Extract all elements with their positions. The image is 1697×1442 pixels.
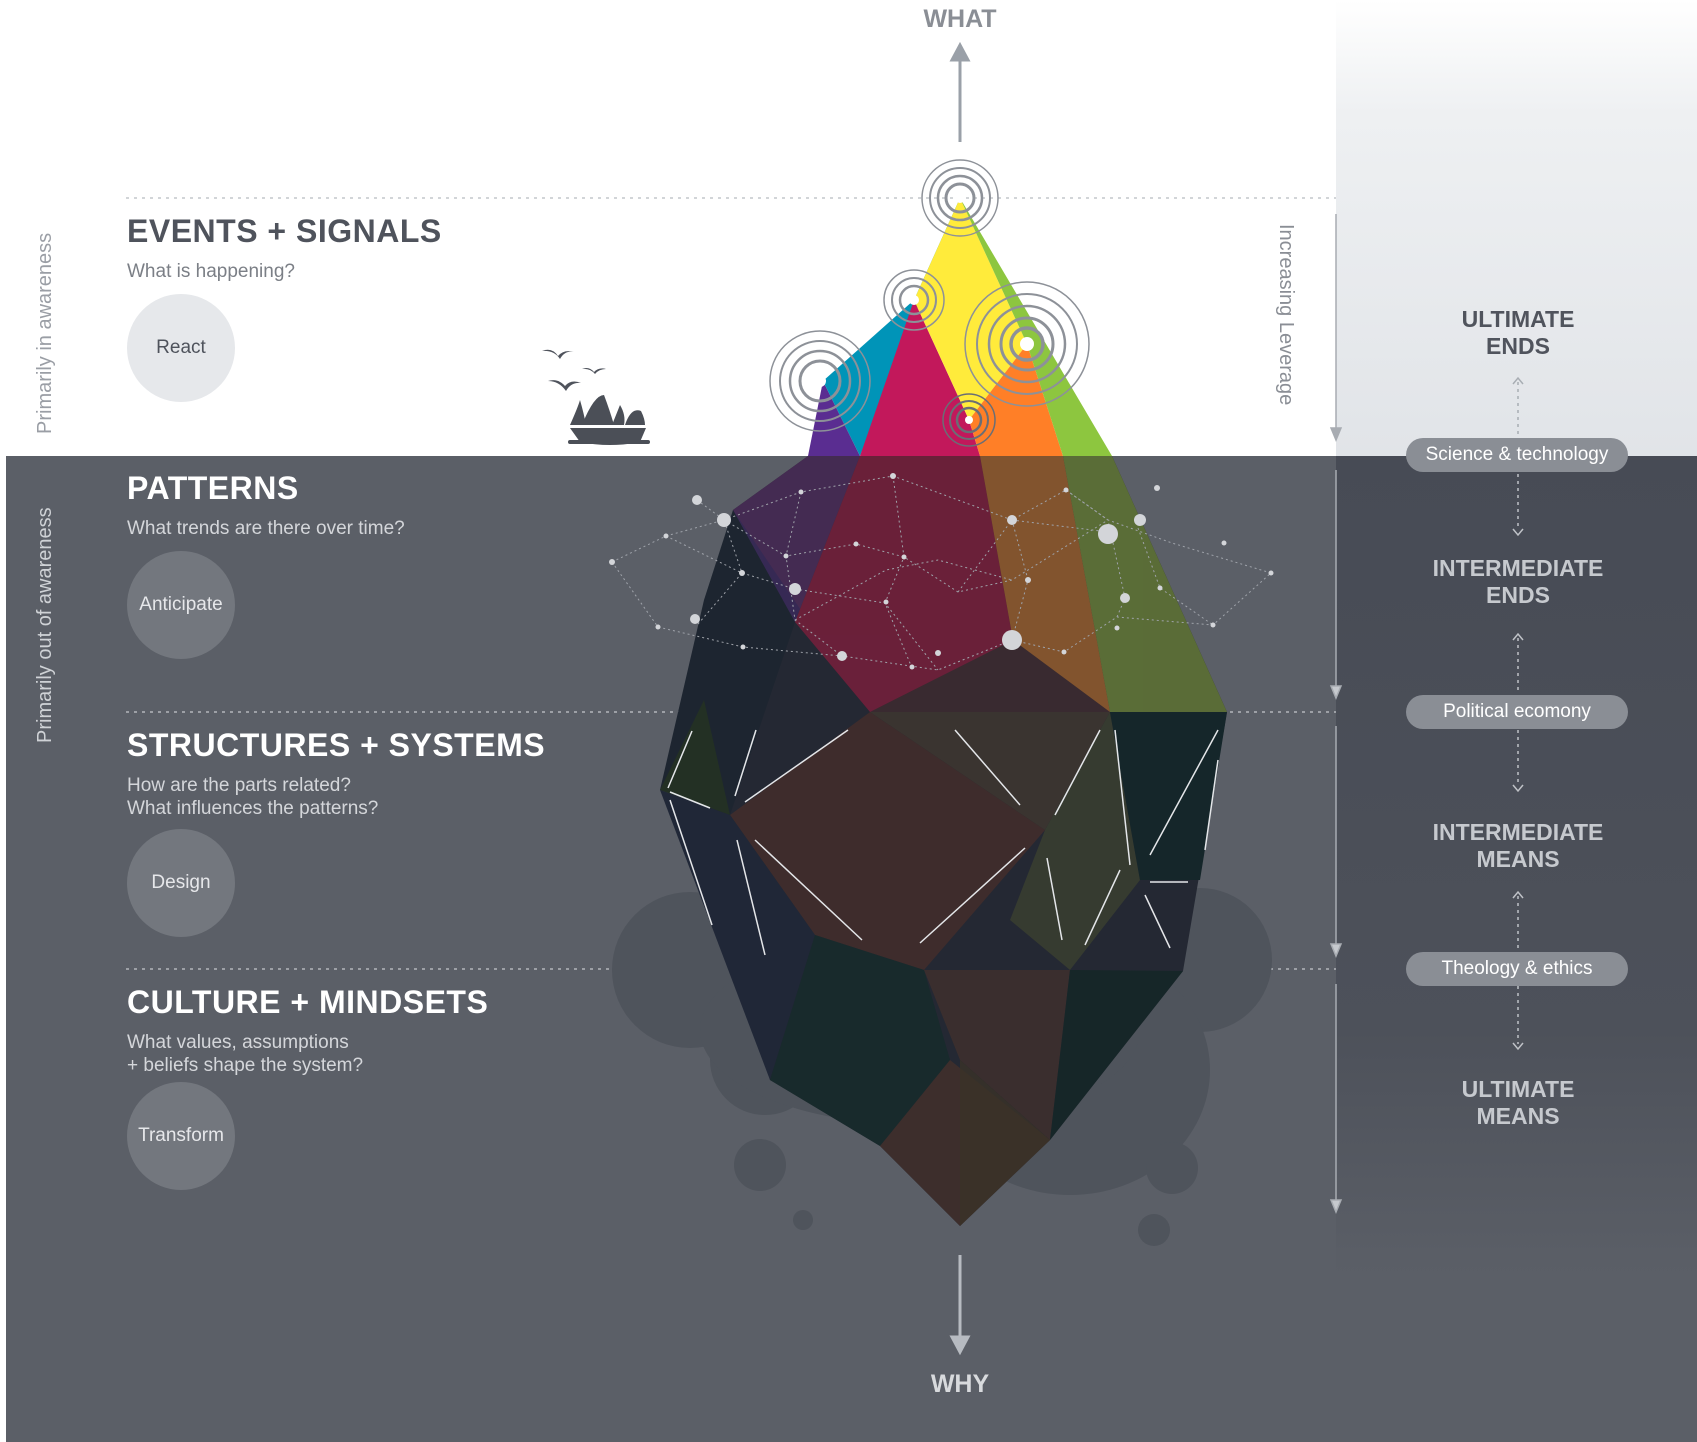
what-arrow-icon — [949, 41, 971, 142]
hierarchy-panel-bottom — [1336, 456, 1697, 1276]
section-title: PATTERNS — [127, 470, 299, 506]
structure-arrows — [667, 729, 1219, 956]
what-label: WHAT — [923, 5, 997, 33]
signal-rings — [769, 159, 1090, 447]
tier-line: MEANS — [1476, 1103, 1560, 1129]
tier-ultimate-means: ULTIMATE MEANS — [1408, 1076, 1628, 1130]
out-of-awareness-label: Primarily out of awareness — [34, 507, 56, 743]
why-label: WHY — [930, 1370, 990, 1398]
section-question: What values, assumptions — [127, 1032, 349, 1053]
pill-theology-ethics: Theology & ethics — [1406, 952, 1628, 986]
section-question: What is happening? — [127, 261, 295, 282]
tier-line: INTERMEDIATE — [1432, 555, 1604, 581]
tier-line: ENDS — [1486, 582, 1550, 608]
tier-intermediate-ends: INTERMEDIATE ENDS — [1408, 555, 1628, 609]
section-title: STRUCTURES + SYSTEMS — [127, 727, 546, 763]
why-arrow-icon — [949, 1255, 971, 1356]
anticipate-circle: Anticipate — [127, 551, 235, 659]
section-structures: STRUCTURES + SYSTEMS How are the parts r… — [127, 727, 545, 820]
hierarchy-chevrons — [1512, 376, 1524, 1051]
tier-line: MEANS — [1476, 846, 1560, 872]
transform-circle: Transform — [127, 1082, 235, 1190]
section-patterns: PATTERNS What trends are there over time… — [127, 470, 405, 540]
section-title: CULTURE + MINDSETS — [127, 984, 489, 1020]
tier-line: ULTIMATE — [1461, 1076, 1575, 1102]
birds-icon — [542, 349, 606, 391]
tier-ultimate-ends: ULTIMATE ENDS — [1408, 306, 1628, 360]
section-question: What influences the patterns? — [127, 798, 379, 819]
tier-line: ENDS — [1486, 333, 1550, 359]
section-title: EVENTS + SIGNALS — [127, 213, 442, 249]
pill-political-economy: Political ecomony — [1406, 695, 1628, 729]
section-question: How are the parts related? — [127, 775, 351, 796]
react-circle: React — [127, 294, 235, 402]
signal-ring-mid — [883, 269, 945, 331]
section-question: What trends are there over time? — [127, 518, 405, 539]
pattern-nodes — [609, 473, 1274, 670]
iceberg-body — [660, 456, 1227, 1226]
design-circle: Design — [127, 829, 235, 937]
in-awareness-label: Primarily in awareness — [34, 232, 56, 434]
section-question: + beliefs shape the system? — [127, 1055, 364, 1076]
increasing-leverage-label: Increasing Leverage — [1275, 224, 1297, 406]
tier-intermediate-means: INTERMEDIATE MEANS — [1408, 819, 1628, 873]
signal-ring-top — [921, 159, 999, 237]
section-culture: CULTURE + MINDSETS What values, assumpti… — [127, 984, 488, 1077]
section-events: EVENTS + SIGNALS What is happening? — [127, 213, 442, 283]
signal-ring-low — [942, 393, 996, 447]
leverage-arrows — [1329, 214, 1343, 1214]
ship-icon — [568, 395, 650, 445]
pill-science-technology: Science & technology — [1406, 438, 1628, 472]
tier-line: INTERMEDIATE — [1432, 819, 1604, 845]
signal-ring-left — [769, 330, 871, 432]
signal-ring-right — [964, 281, 1090, 407]
tier-line: ULTIMATE — [1461, 306, 1575, 332]
